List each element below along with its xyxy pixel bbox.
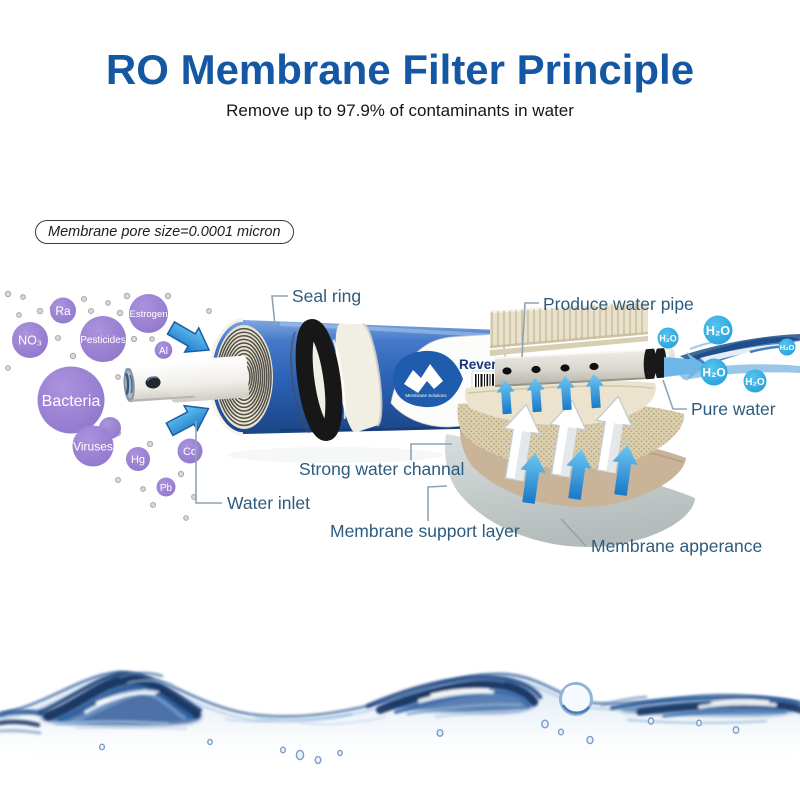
svg-text:Al: Al — [159, 346, 168, 357]
water-wave — [0, 670, 800, 771]
svg-text:Membrane support layer: Membrane support layer — [330, 521, 520, 541]
h2o-bubble: H₂O — [703, 315, 733, 345]
callout-strong-water-channel: Strong water channal — [299, 443, 464, 479]
bubble-hg: Hg — [126, 447, 150, 471]
inlet-arrow-top — [166, 320, 211, 353]
bubble-no3: NO₃ — [12, 322, 48, 358]
svg-text:Membrane apperance: Membrane apperance — [591, 536, 762, 556]
water-inlet-pipe — [123, 355, 250, 403]
brand-logo: Membrane Solutions — [393, 350, 463, 408]
wave-bubble — [559, 682, 593, 716]
h2o-bubble: H₂O — [657, 327, 679, 349]
bubble-estrogen: Estrogen — [129, 294, 168, 333]
svg-text:Cd: Cd — [183, 446, 197, 458]
svg-text:H₂O: H₂O — [745, 377, 765, 388]
brand-text: Rever — [459, 357, 497, 372]
wave-left-cluster — [38, 671, 202, 731]
water-molecule-bubbles: H₂O H₂O H₂O H₂O H₂O — [657, 315, 796, 393]
inlet-arrow-bottom — [165, 404, 210, 437]
end-cap-band — [332, 323, 383, 433]
svg-text:H₂O: H₂O — [706, 324, 731, 338]
callout-produce-water-pipe: Produce water pipe — [521, 294, 694, 358]
top-membrane-slab — [489, 300, 649, 356]
leader-line — [410, 443, 452, 460]
svg-text:Seal ring: Seal ring — [292, 286, 361, 306]
leader-line — [195, 421, 222, 504]
produce-water-pipe-part — [494, 348, 676, 387]
callout-membrane-appearance: Membrane apperance — [560, 518, 762, 556]
page-title: RO Membrane Filter Principle — [105, 46, 695, 93]
svg-text:Produce water pipe: Produce water pipe — [543, 294, 694, 314]
h2o-bubble: H₂O — [700, 358, 728, 386]
pipe-inflow-arrows — [496, 374, 604, 415]
svg-text:Viruses: Viruses — [73, 440, 113, 454]
pore-size-text: Membrane pore size=0.0001 micron — [48, 224, 281, 240]
callout-seal-ring: Seal ring — [271, 286, 361, 326]
svg-text:H₂O: H₂O — [659, 334, 677, 344]
bubble-pesticides: Pesticides — [80, 316, 126, 362]
leader-line — [427, 485, 448, 521]
svg-text:Strong water channal: Strong water channal — [299, 459, 464, 479]
svg-text:H₂O: H₂O — [780, 343, 795, 352]
unrolled-membrane-stack — [445, 300, 695, 547]
pore-size-badge: Membrane pore size=0.0001 micron — [35, 220, 294, 244]
wave-right-cluster — [600, 695, 800, 725]
leader-line — [662, 379, 687, 410]
layer-flow-arrows — [520, 444, 638, 504]
leader-line — [271, 295, 288, 326]
seal-ring-part — [290, 318, 343, 442]
callouts: Seal ring Produce water pipe Pure water … — [195, 286, 776, 556]
white-flow-arrows — [502, 395, 633, 482]
leader-line — [521, 302, 539, 358]
bubble-viruses: Viruses — [72, 425, 114, 467]
wave-droplets — [98, 717, 740, 765]
svg-text:Hg: Hg — [131, 454, 145, 466]
svg-text:Estrogen: Estrogen — [129, 309, 167, 320]
svg-text:Pesticides: Pesticides — [80, 335, 126, 346]
pure-water-splash — [664, 334, 800, 381]
bubble-cd: Cd — [177, 438, 203, 464]
svg-text:Water inlet: Water inlet — [227, 493, 310, 513]
svg-text:Ra: Ra — [55, 304, 71, 318]
bubble-ra: Ra — [50, 297, 76, 324]
h2o-bubble: H₂O — [743, 369, 767, 393]
h2o-bubble: H₂O — [778, 338, 796, 356]
callout-water-inlet: Water inlet — [195, 421, 310, 513]
svg-text:Bacteria: Bacteria — [42, 393, 101, 410]
bubble-al: Al — [154, 341, 173, 359]
svg-text:H₂O: H₂O — [702, 366, 725, 380]
svg-text:NO₃: NO₃ — [18, 334, 42, 348]
wave-middle-cluster — [365, 674, 543, 719]
svg-text:Pure water: Pure water — [691, 399, 776, 419]
leader-line — [560, 518, 587, 547]
bubble-pb: Pb — [156, 477, 176, 497]
wave-mid-ripples — [224, 712, 387, 726]
bubble-bacteria: Bacteria — [37, 366, 105, 434]
cartridge-shadow — [227, 447, 443, 463]
callout-pure-water: Pure water — [662, 379, 776, 419]
page-subtitle: Remove up to 97.9% of contaminants in wa… — [226, 101, 574, 120]
svg-text:Pb: Pb — [160, 483, 173, 494]
callout-membrane-support-layer: Membrane support layer — [330, 485, 520, 541]
logo-text: Membrane Solutions — [405, 393, 447, 398]
